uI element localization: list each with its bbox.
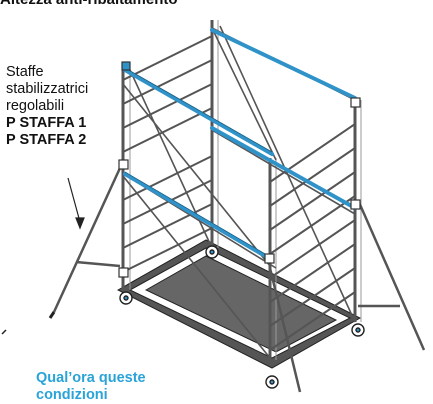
horizontal-guardrails (123, 28, 357, 262)
callout-code-2: P STAFFA 2 (6, 132, 87, 148)
base-frame (116, 239, 362, 369)
warning-note-line-1: Qual’ora queste (36, 370, 146, 386)
edge-mark (1, 329, 7, 335)
diagram-title: Altezza anti-ribaltamento (0, 0, 433, 8)
callout-line-1: Staffe (6, 64, 44, 80)
stabilizer-right (268, 199, 426, 393)
frame-joints (118, 61, 361, 278)
left-uprights (121, 20, 362, 360)
stabilizer-left (48, 167, 122, 319)
warning-note-line-2: condizioni (36, 387, 108, 403)
callout-line-2: stabilizzatrici (6, 81, 89, 97)
left-tower-rungs (122, 35, 213, 273)
horizontal-guardrails-outline (124, 67, 273, 259)
callout-arrow (67, 177, 85, 230)
stabilizer-callout: Staffe stabilizzatrici regolabili P STAF… (6, 64, 88, 149)
callout-code-1: P STAFFA 1 (6, 115, 87, 131)
callout-line-3: regolabili (6, 98, 65, 114)
castor-wheels (119, 245, 365, 389)
right-tower-rungs (269, 123, 356, 351)
warning-note: Qual’ora queste condizioni (36, 370, 146, 404)
